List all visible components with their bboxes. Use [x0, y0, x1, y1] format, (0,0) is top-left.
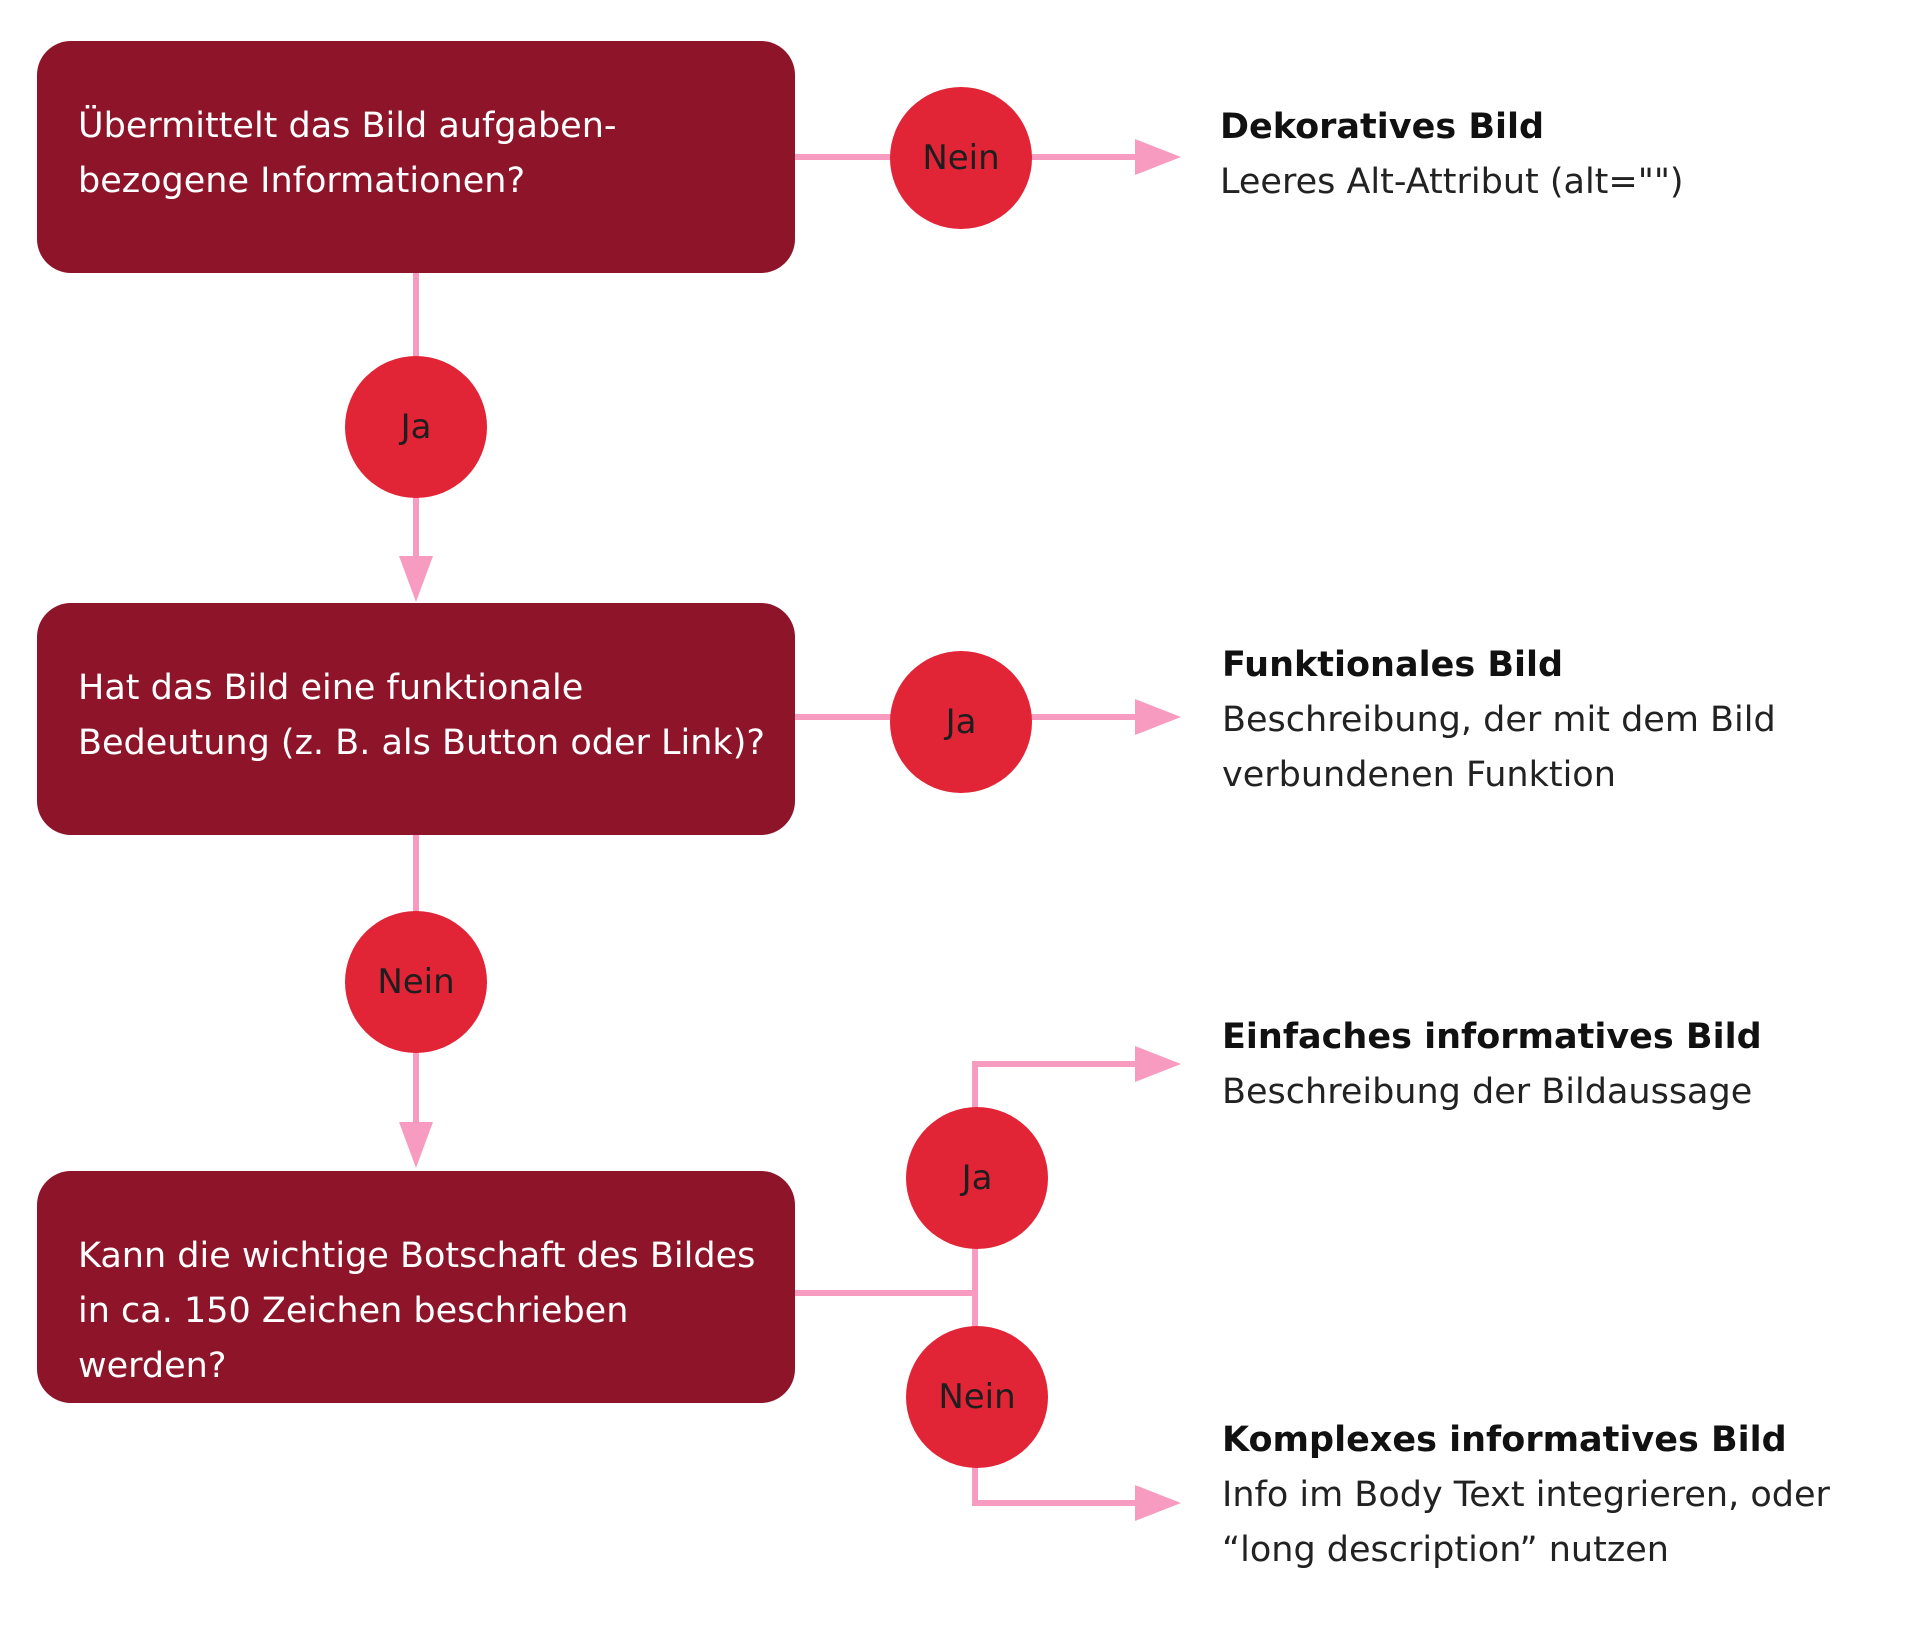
- decision-label: Nein: [377, 962, 455, 1002]
- outcome-title: Einfaches informatives Bild: [1222, 1017, 1762, 1057]
- outcome-complex-informative: Komplexes informatives Bild Info im Body…: [1222, 1413, 1882, 1578]
- outcome-title: Komplexes informatives Bild: [1222, 1420, 1787, 1460]
- arrowhead-q1-no: [1135, 139, 1181, 175]
- decision-circle-q3-yes: Ja: [906, 1107, 1048, 1249]
- outcome-title: Funktionales Bild: [1222, 645, 1564, 685]
- decision-circle-q2-yes: Ja: [890, 651, 1032, 793]
- question-1-text: Übermittelt das Bild aufgaben-bezogene I…: [78, 106, 617, 201]
- question-3-text: Kann die wichtige Botschaft des Bildes i…: [78, 1236, 756, 1386]
- outcome-functional: Funktionales Bild Beschreibung, der mit …: [1222, 638, 1882, 803]
- decision-label: Ja: [961, 1158, 993, 1198]
- decision-label: Nein: [922, 138, 1000, 178]
- decision-circle-q1-no: Nein: [890, 87, 1032, 229]
- arrowhead-q3-yes: [1135, 1046, 1181, 1082]
- outcome-description: Info im Body Text integrieren, oder “lon…: [1222, 1475, 1830, 1570]
- arrowhead-q3-no: [1135, 1485, 1181, 1521]
- decision-label: Ja: [400, 407, 432, 447]
- arrowhead-q2-no: [399, 1122, 433, 1168]
- decision-label: Ja: [945, 702, 977, 742]
- decision-circle-q2-no: Nein: [345, 911, 487, 1053]
- outcome-description: Beschreibung der Bildaussage: [1222, 1072, 1753, 1112]
- outcome-simple-informative: Einfaches informatives Bild Beschreibung…: [1222, 1010, 1882, 1120]
- decision-circle-q3-no: Nein: [906, 1326, 1048, 1468]
- outcome-decorative: Dekoratives Bild Leeres Alt-Attribut (al…: [1220, 100, 1880, 210]
- arrowhead-q1-yes: [399, 556, 433, 602]
- question-2-text: Hat das Bild eine funktionale Bedeutung …: [78, 668, 765, 763]
- decision-label: Nein: [938, 1377, 1016, 1417]
- outcome-description: Leeres Alt-Attribut (alt=""): [1220, 162, 1684, 202]
- question-box-1: Übermittelt das Bild aufgaben-bezogene I…: [37, 41, 795, 273]
- question-box-3: Kann die wichtige Botschaft des Bildes i…: [37, 1171, 795, 1403]
- decision-circle-q1-yes: Ja: [345, 356, 487, 498]
- arrowhead-q2-yes: [1135, 699, 1181, 735]
- question-box-2: Hat das Bild eine funktionale Bedeutung …: [37, 603, 795, 835]
- outcome-title: Dekoratives Bild: [1220, 107, 1545, 147]
- outcome-description: Beschreibung, der mit dem Bild verbunden…: [1222, 700, 1776, 795]
